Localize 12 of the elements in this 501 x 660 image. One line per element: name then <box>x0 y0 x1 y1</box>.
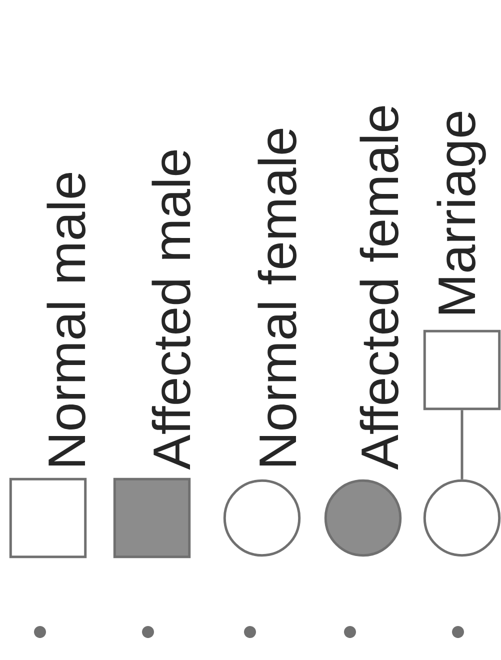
circle-symbol <box>223 479 301 557</box>
circle-symbol <box>324 479 402 557</box>
square-symbol <box>113 478 191 558</box>
legend-label: Normal male <box>46 172 86 466</box>
legend-label: Affected female <box>360 106 398 470</box>
square-symbol <box>423 330 501 410</box>
legend-label: Affected male <box>152 150 191 470</box>
square-symbol <box>9 478 87 558</box>
legend-label: Marriage <box>436 112 486 314</box>
connector-line <box>460 410 464 480</box>
circle-symbol <box>423 479 501 557</box>
legend-label: Normal female <box>258 128 296 466</box>
